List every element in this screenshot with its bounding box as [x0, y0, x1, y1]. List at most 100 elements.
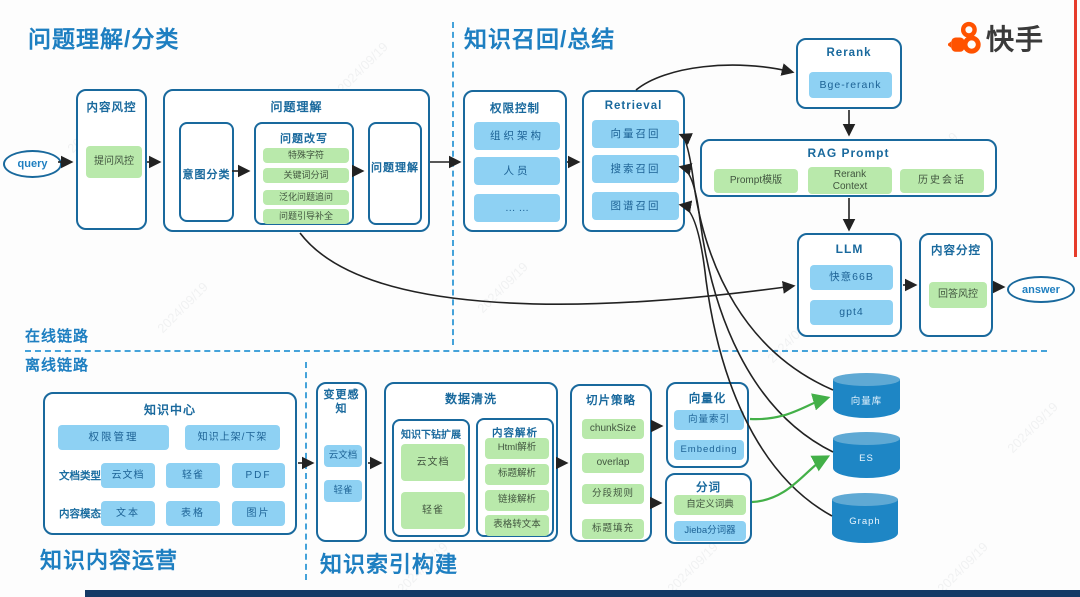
section-title-knowledge-content-ops: 知识内容运营 [40, 548, 179, 573]
node-title: RAG Prompt [807, 146, 890, 160]
node-label: 问题理解 [371, 162, 419, 174]
node-chunk-strategy: 切片策略 chunkSize overlap 分段规则 标题填充 [570, 384, 652, 542]
node-permission-control: 权限控制 组织架构 人员 … … [463, 90, 567, 232]
section-title-knowledge-recall: 知识召回/总结 [464, 26, 616, 52]
node-vectorize: 向量化 向量索引 Embedding [666, 382, 749, 468]
node-title: 内容风控 [86, 102, 137, 114]
label-online-link: 在线链路 [25, 328, 90, 345]
chip-ellipsis: … … [474, 194, 560, 222]
node-tokenize: 分词 自定义词典 Jieba分词器 [665, 473, 752, 544]
node-title: 权限控制 [490, 103, 540, 115]
node-title: 内容分控 [931, 245, 981, 257]
red-edge-line [1074, 0, 1077, 257]
store-es: ES [833, 432, 900, 478]
node-knowledge-drill: 知识下钻扩展 云文档 轻雀 [392, 419, 470, 537]
chip-bge-rerank: Bge-rerank [809, 72, 892, 98]
chip-link-parse: 链接解析 [485, 490, 549, 511]
node-knowledge-center: 知识中心 权限管理 知识上架/下架 文档类型 云文档 轻雀 PDF 内容模态 文… [43, 392, 297, 535]
node-title: 问题改写 [280, 133, 328, 145]
chip-cloud-doc: 云文档 [401, 444, 465, 481]
section-title-question-understanding: 问题理解/分类 [28, 26, 180, 52]
chip-graph-recall: 图谱召回 [592, 192, 679, 220]
store-vector-db: 向量库 [833, 373, 900, 418]
node-title: 分词 [696, 482, 721, 494]
node-intent-classify: 意图分类 [179, 122, 234, 222]
node-title: 知识下钻扩展 [401, 430, 461, 441]
cylinder-top [832, 493, 898, 506]
cylinder-body [832, 499, 898, 543]
node-content-parse: 内容解析 Html解析 标题解析 链接解析 表格转文本 [476, 418, 554, 537]
node-title: 变更感知 [323, 389, 360, 415]
node-change-detect: 变更感知 云文档 轻雀 [316, 382, 367, 542]
node-title: 问题理解 [270, 100, 323, 114]
chip-vector-index: 向量索引 [674, 410, 744, 430]
cylinder-top [833, 373, 900, 386]
chip-prompt-template: Prompt模版 [714, 169, 798, 193]
chip-permission-mgmt: 权限管理 [58, 425, 169, 450]
watermark: 2024/09/19 [934, 539, 991, 596]
bottom-navy-bar [85, 590, 1080, 597]
node-rag-prompt: RAG Prompt Prompt模版 Rerank Context 历史会话 [700, 139, 997, 197]
watermark: 2024/09/19 [334, 39, 391, 96]
node-question-understanding-result: 问题理解 [368, 122, 422, 225]
node-title: Retrieval [604, 100, 663, 112]
node-title: 切片策略 [586, 395, 636, 407]
offline-section-divider [305, 362, 307, 580]
node-title: 知识中心 [143, 403, 196, 417]
chip-rerank-context: Rerank Context [808, 167, 892, 194]
chip-jieba-tokenizer: Jieba分词器 [674, 521, 746, 541]
chip-keyword-segmentation: 关键词分词 [263, 168, 349, 183]
chip-qingque: 轻雀 [401, 492, 465, 529]
chip-html-parse: Html解析 [485, 438, 549, 459]
node-question-understanding: 问题理解 意图分类 问题改写 特殊字符 关键词分词 泛化问题追问 问题引导补全 … [163, 89, 430, 232]
node-content-risk: 内容风控 提问风控 [76, 89, 147, 230]
node-title: 内容解析 [492, 427, 538, 439]
chip-special-chars: 特殊字符 [263, 148, 349, 163]
answer-terminal: answer [1007, 276, 1075, 303]
kuaishou-logo-text: 快手 [986, 24, 1045, 55]
store-label: Graph [849, 515, 881, 527]
section-title-knowledge-index-build: 知识索引构建 [320, 552, 459, 577]
chip-qingque: 轻雀 [166, 463, 220, 488]
chip-kuaiyi-66b: 快意66B [810, 265, 893, 290]
chip-title-fill: 标题填充 [582, 519, 644, 539]
chip-table: 表格 [166, 501, 220, 526]
chip-custom-dict: 自定义词典 [674, 495, 746, 515]
chip-question-risk: 提问风控 [86, 146, 142, 178]
node-title: 向量化 [688, 393, 727, 405]
node-title: 数据清洗 [444, 392, 497, 406]
chip-embedding: Embedding [674, 440, 744, 460]
store-label: 向量库 [850, 396, 883, 408]
chip-qingque: 轻雀 [324, 480, 362, 502]
chip-cloud-doc: 云文档 [101, 463, 155, 488]
chip-title-parse: 标题解析 [485, 464, 549, 485]
watermark: 2024/09/19 [664, 539, 721, 596]
chip-personnel: 人员 [474, 157, 560, 185]
watermark: 2024/09/19 [154, 279, 211, 336]
chip-table-to-text: 表格转文本 [485, 515, 549, 536]
chip-org-structure: 组织架构 [474, 122, 560, 150]
online-section-divider [452, 22, 454, 345]
online-offline-divider [25, 350, 1047, 352]
chip-text: 文本 [101, 501, 155, 526]
chip-answer-risk: 回答风控 [929, 282, 987, 308]
chip-pdf: PDF [232, 463, 285, 488]
chip-generalized-followup: 泛化问题追问 [263, 190, 349, 205]
chip-segment-rule: 分段规则 [582, 484, 644, 504]
node-llm: LLM 快意66B gpt4 [797, 233, 902, 337]
chip-knowledge-publish: 知识上架/下架 [185, 425, 280, 450]
chip-history-conversation: 历史会话 [900, 169, 984, 193]
chip-gpt4: gpt4 [810, 300, 893, 325]
chip-cloud-doc: 云文档 [324, 445, 362, 467]
store-label: ES [859, 452, 874, 464]
node-retrieval: Retrieval 向量召回 搜索召回 图谱召回 [582, 90, 685, 232]
node-data-clean: 数据清洗 知识下钻扩展 云文档 轻雀 内容解析 Html解析 标题解析 链接解析… [384, 382, 558, 542]
chip-search-recall: 搜索召回 [592, 155, 679, 183]
watermark: 2024/09/19 [474, 259, 531, 316]
cylinder-top [833, 432, 900, 445]
label-offline-link: 离线链路 [25, 357, 90, 374]
chip-overlap: overlap [582, 453, 644, 473]
chip-vector-recall: 向量召回 [592, 120, 679, 148]
node-question-rewrite: 问题改写 特殊字符 关键词分词 泛化问题追问 问题引导补全 [254, 122, 354, 225]
